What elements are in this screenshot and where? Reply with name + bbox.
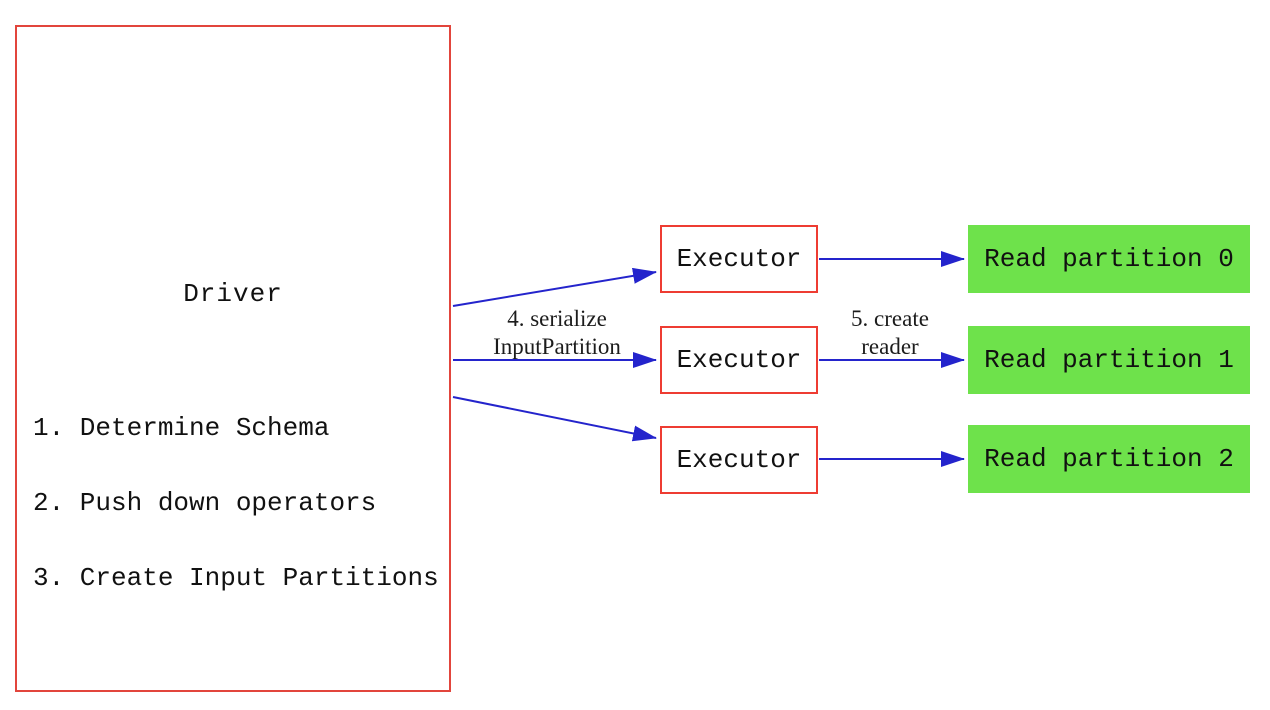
- driver-box: Driver 1. Determine Schema 2. Push down …: [15, 25, 451, 692]
- edge-label-reader-line2: reader: [861, 334, 919, 359]
- edge-label-reader-line1: 5. create: [851, 306, 929, 331]
- arrow-driver-to-executor-2: [452, 396, 657, 442]
- driver-step-2: 2. Push down operators: [33, 488, 377, 518]
- driver-steps: 1. Determine Schema 2. Push down operato…: [33, 366, 439, 641]
- executor-box-2: Executor: [660, 426, 818, 494]
- edge-label-create-reader: 5. create reader: [780, 305, 1000, 361]
- executor-box-0: Executor: [660, 225, 818, 293]
- partition-box-2: Read partition 2: [968, 425, 1250, 493]
- edge-label-serialize-line2: InputPartition: [493, 334, 621, 359]
- partition-box-0: Read partition 0: [968, 225, 1250, 293]
- driver-step-3: 3. Create Input Partitions: [33, 563, 439, 593]
- partition-box-1: Read partition 1: [968, 326, 1250, 394]
- arrow-driver-to-executor-0: [452, 267, 657, 307]
- driver-step-1: 1. Determine Schema: [33, 413, 330, 443]
- edge-label-serialize-line1: 4. serialize: [507, 306, 607, 331]
- executor-box-1: Executor: [660, 326, 818, 394]
- driver-title: Driver: [183, 279, 283, 309]
- edge-label-serialize-inputpartition: 4. serialize InputPartition: [447, 305, 667, 361]
